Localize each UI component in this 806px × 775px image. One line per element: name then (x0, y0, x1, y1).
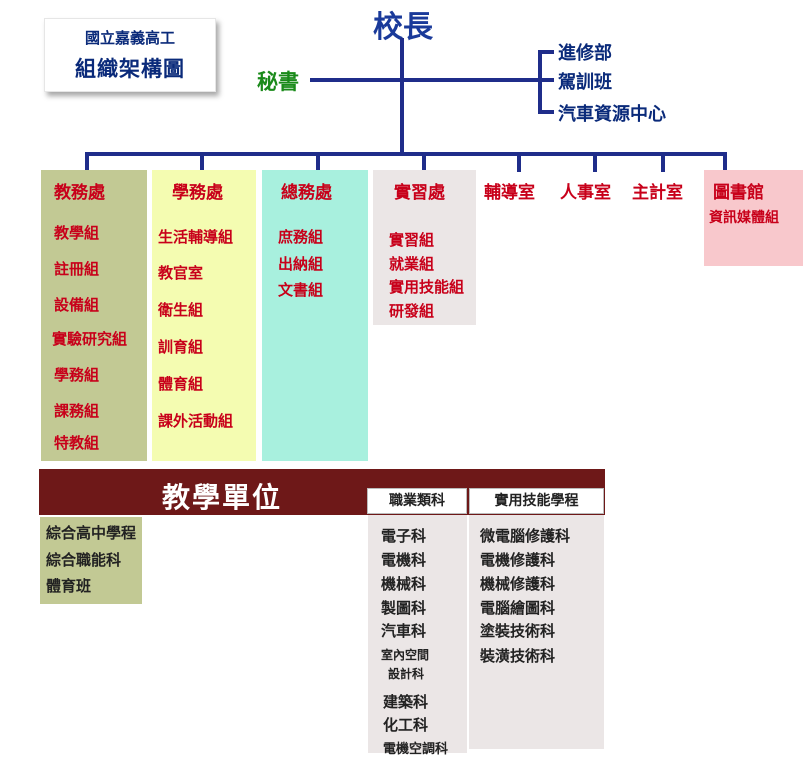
general-program-item: 綜合職能科 (46, 551, 122, 569)
vocational-item: 化工科 (383, 716, 429, 734)
practical-box (469, 515, 604, 749)
vocational-tab: 職業類科 (367, 488, 467, 514)
dept-library-box (704, 170, 803, 266)
vocational-item: 汽車科 (381, 622, 427, 640)
side-units-bracket (538, 52, 542, 114)
drop-1 (85, 152, 89, 172)
student-item: 生活輔導組 (158, 228, 234, 246)
drop-3 (316, 152, 320, 172)
practice-item: 實用技能組 (389, 278, 465, 296)
dept-counseling-head: 輔導室 (484, 183, 535, 203)
academic-item: 教學組 (54, 224, 100, 242)
side-unit-continuing: 進修部 (558, 43, 612, 64)
dept-academic-box (41, 170, 147, 461)
general-program-item: 體育班 (46, 577, 92, 595)
vocational-item: 製圖科 (381, 599, 427, 617)
teaching-unit-title: 教學單位 (162, 481, 283, 514)
dept-personnel-head: 人事室 (560, 183, 611, 203)
student-item: 體育組 (158, 375, 204, 393)
department-bus (85, 152, 727, 156)
general-programs-box (40, 517, 142, 604)
practice-item: 實習組 (389, 231, 435, 249)
vocational-item: 電子科 (381, 527, 427, 545)
academic-item: 實驗研究組 (52, 330, 128, 348)
side-unit-driving: 駕訓班 (558, 72, 612, 93)
general-item: 出納組 (278, 255, 324, 273)
side-tick-2 (538, 78, 554, 82)
practice-item: 研發組 (389, 302, 435, 320)
side-units-line (402, 78, 542, 82)
dept-accounting-head: 主計室 (632, 183, 683, 203)
side-tick-1 (538, 50, 554, 54)
practical-item: 電機修護科 (480, 551, 556, 569)
chart-title: 組織架構圖 (75, 57, 185, 81)
general-program-item: 綜合高中學程 (46, 524, 137, 542)
academic-item: 課務組 (54, 402, 100, 420)
secretary-line (310, 78, 402, 82)
side-tick-3 (538, 110, 554, 114)
secretary-node: 秘書 (257, 70, 299, 94)
drop-8 (723, 152, 727, 172)
general-item: 庶務組 (278, 228, 324, 246)
academic-item: 特教組 (54, 434, 100, 452)
practical-tab: 實用技能學程 (469, 488, 604, 514)
practical-item: 微電腦修護科 (480, 527, 571, 545)
dept-practice-box (373, 170, 476, 325)
academic-item: 學務組 (54, 366, 100, 384)
practical-item: 機械修護科 (480, 575, 556, 593)
vocational-item: 電機科 (381, 551, 427, 569)
dept-general-head: 總務處 (281, 183, 332, 203)
vocational-item: 室內空間 (381, 648, 430, 662)
vocational-box (368, 515, 467, 753)
drop-2 (200, 152, 204, 172)
student-item: 衛生組 (158, 301, 204, 319)
vocational-item: 電機空調科 (383, 742, 449, 757)
dept-library-head: 圖書館 (713, 183, 764, 203)
academic-item: 註冊組 (54, 260, 100, 278)
dept-student-box (152, 170, 256, 461)
dept-academic-head: 教務處 (54, 183, 105, 203)
practice-item: 就業組 (389, 255, 435, 273)
drop-4 (422, 152, 426, 172)
drop-7 (661, 152, 665, 172)
dept-practice-head: 實習處 (394, 183, 445, 203)
student-item: 訓育組 (158, 338, 204, 356)
student-item: 課外活動組 (158, 412, 234, 430)
vocational-item: 機械科 (381, 575, 427, 593)
school-name: 國立嘉義高工 (84, 29, 175, 47)
practical-item: 塗裝技術科 (480, 622, 556, 640)
drop-5 (517, 152, 521, 172)
vocational-item: 建築科 (383, 693, 429, 711)
trunk-line (400, 38, 404, 156)
academic-item: 設備組 (54, 296, 100, 314)
student-item: 教官室 (158, 264, 204, 282)
practical-item: 電腦繪圖科 (480, 599, 556, 617)
practical-item: 裝潢技術科 (480, 647, 556, 665)
library-item: 資訊媒體組 (709, 210, 779, 226)
side-unit-auto-center: 汽車資源中心 (558, 104, 666, 125)
dept-student-head: 學務處 (172, 183, 223, 203)
title-card: 國立嘉義高工 組織架構圖 (44, 18, 216, 92)
general-item: 文書組 (278, 281, 324, 299)
dept-general-box (262, 170, 368, 461)
vocational-item: 設計科 (388, 667, 425, 681)
drop-6 (593, 152, 597, 172)
